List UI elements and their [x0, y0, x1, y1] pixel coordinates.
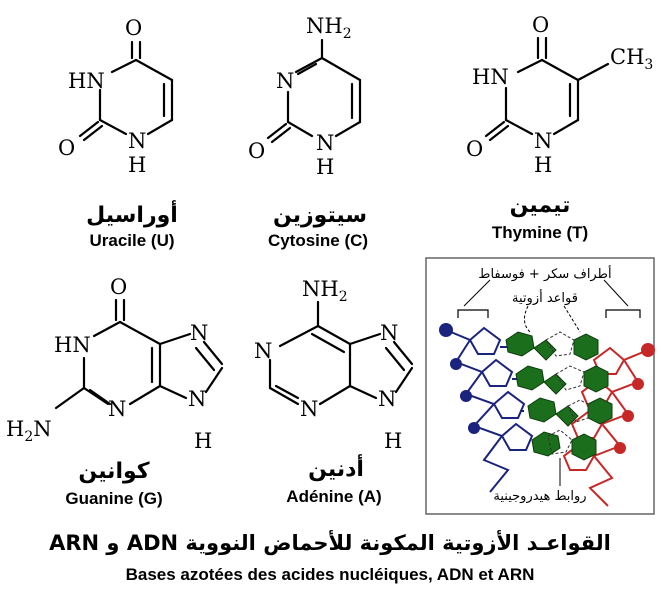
adenine-nh2: NH2 — [302, 277, 348, 305]
adenine-n-bottom: N — [300, 397, 318, 421]
adenine-name: Adénine (A) — [286, 487, 381, 506]
cytosine-n-bottom: N — [316, 131, 334, 155]
thymine-hn: HN — [472, 65, 509, 89]
cytosine-nh2: NH2 — [306, 14, 352, 42]
adenine-n-left: N — [254, 339, 272, 363]
uracil-name: Uracile (U) — [89, 231, 174, 250]
guanine-h: H — [194, 429, 212, 453]
adenine-n-right: N — [380, 321, 398, 345]
phosphate-right-1 — [641, 343, 655, 357]
dna-diagram-frame — [425, 257, 655, 515]
label-hydrogen-bonds: روابط هيدروجينية — [493, 489, 586, 504]
pointer-right — [603, 279, 629, 307]
cytosine-arabic-name: سيتوزين — [273, 203, 367, 228]
uracil-o-top: O — [125, 16, 142, 40]
dna-diagram: أطراف سكر + فوسفاط قواعد أزوتية — [425, 257, 655, 515]
thymine-o-top: O — [532, 13, 549, 37]
guanine-n-bottom: N — [108, 397, 126, 421]
uracil-n: N — [128, 129, 146, 153]
adenine-arabic-name: أدنين — [308, 453, 364, 482]
pointer-base-right — [563, 305, 581, 333]
phosphate-left-1 — [439, 323, 453, 337]
uracil-h: H — [128, 153, 146, 177]
guanine-name: Guanine (G) — [65, 489, 162, 508]
guanine-hn: HN — [54, 333, 91, 357]
cytosine-structure: NH2 N N H O — [248, 14, 362, 179]
thymine-h: H — [534, 153, 552, 177]
thymine-structure: O CH3 HN N H O — [466, 13, 653, 177]
guanine-structure: O HN N N N H H2N — [6, 275, 224, 453]
phosphate-left-4 — [468, 422, 480, 434]
phosphate-right-2 — [632, 378, 644, 390]
label-sugar-phosphate: أطراف سكر + فوسفاط — [478, 265, 611, 282]
cytosine-n: N — [276, 69, 294, 93]
uracil-arabic-name: أوراسيل — [86, 199, 178, 228]
adenine-structure: NH2 N N N N H — [254, 277, 414, 453]
uracil-hn: HN — [68, 69, 105, 93]
label-nitrogen-bases: قواعد أزوتية — [512, 289, 578, 306]
thymine-o-bottom: O — [466, 137, 483, 161]
phosphate-left-3 — [460, 390, 472, 402]
guanine-h2n: H2N — [6, 417, 52, 445]
thymine-ch3: CH3 — [610, 45, 653, 73]
phosphate-right-3 — [622, 410, 634, 422]
cytosine-o: O — [248, 139, 265, 163]
adenine-h: H — [384, 429, 402, 453]
title-arabic: القواعـد الأزوتية المكونة للأحماض النووي… — [49, 529, 611, 555]
thymine-n: N — [534, 129, 552, 153]
cytosine-name: Cytosine (C) — [268, 231, 368, 250]
pointer-left — [463, 279, 491, 307]
bracket-left — [457, 309, 489, 318]
bracket-right — [605, 309, 641, 318]
uracil-o-bottom: O — [58, 136, 75, 160]
cytosine-h: H — [316, 155, 334, 179]
guanine-nh-n: N — [188, 387, 206, 411]
guanine-n-right: N — [190, 321, 208, 345]
title-french: Bases azotées des acides nucléiques, ADN… — [126, 565, 535, 584]
base-labels: أوراسيل Uracile (U) سيتوزين Cytosine (C)… — [65, 193, 588, 508]
adenine-nh-n: N — [378, 387, 396, 411]
pointer-base-left — [524, 305, 531, 333]
hydrogen-bonds — [545, 331, 589, 455]
guanine-arabic-name: كوانين — [78, 459, 149, 484]
thymine-arabic-name: تيمين — [510, 193, 571, 218]
base-pairs — [505, 331, 613, 461]
phosphate-left-2 — [450, 358, 462, 370]
phosphate-right-4 — [614, 442, 626, 454]
guanine-o: O — [110, 275, 127, 299]
thymine-name: Thymine (T) — [492, 223, 588, 242]
uracil-structure: O HN N H O — [58, 16, 174, 177]
